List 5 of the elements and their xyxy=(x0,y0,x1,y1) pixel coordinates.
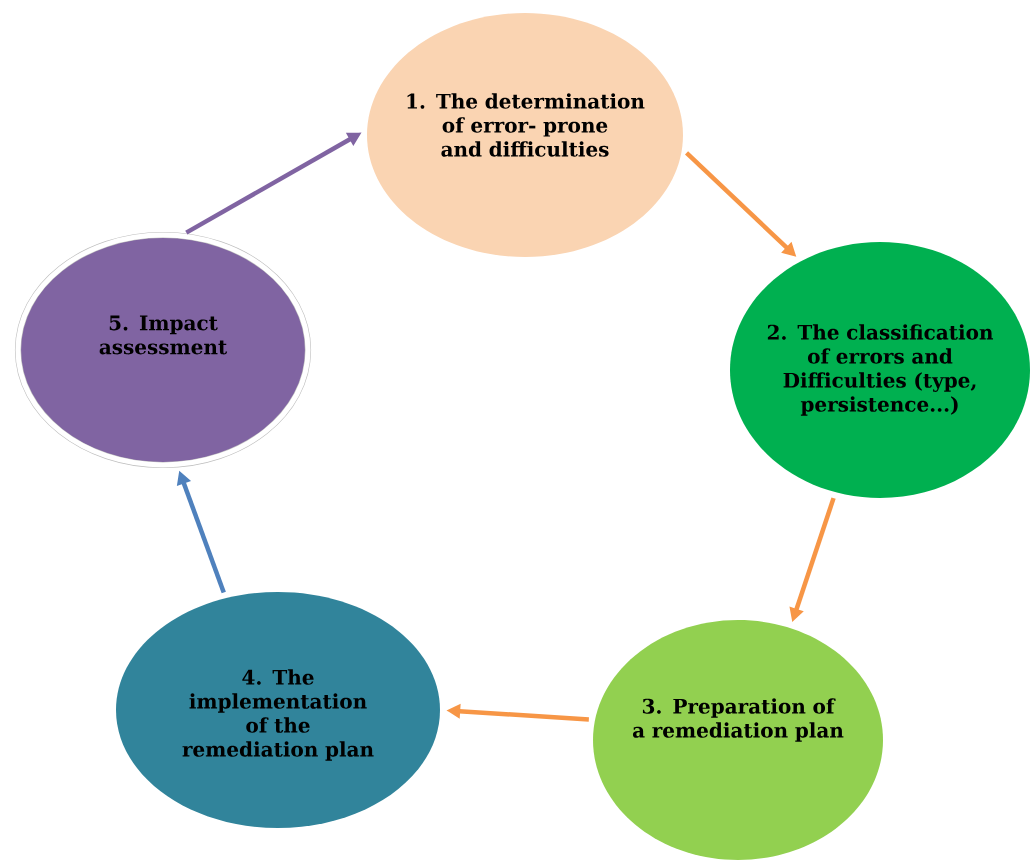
ellipse-node: 2. The classification of errors and Difficulties (type, persistence...) xyxy=(730,242,1030,498)
ellipse-node: 1. The determination of error- prone and difficulties xyxy=(367,13,683,257)
ellipse-node: 5. Impact assessment xyxy=(14,231,312,469)
ellipse-node: 3. Preparation of a remediation plan xyxy=(593,620,883,860)
ellipse-node: 4. The implementation of the remediation plan xyxy=(116,592,440,828)
